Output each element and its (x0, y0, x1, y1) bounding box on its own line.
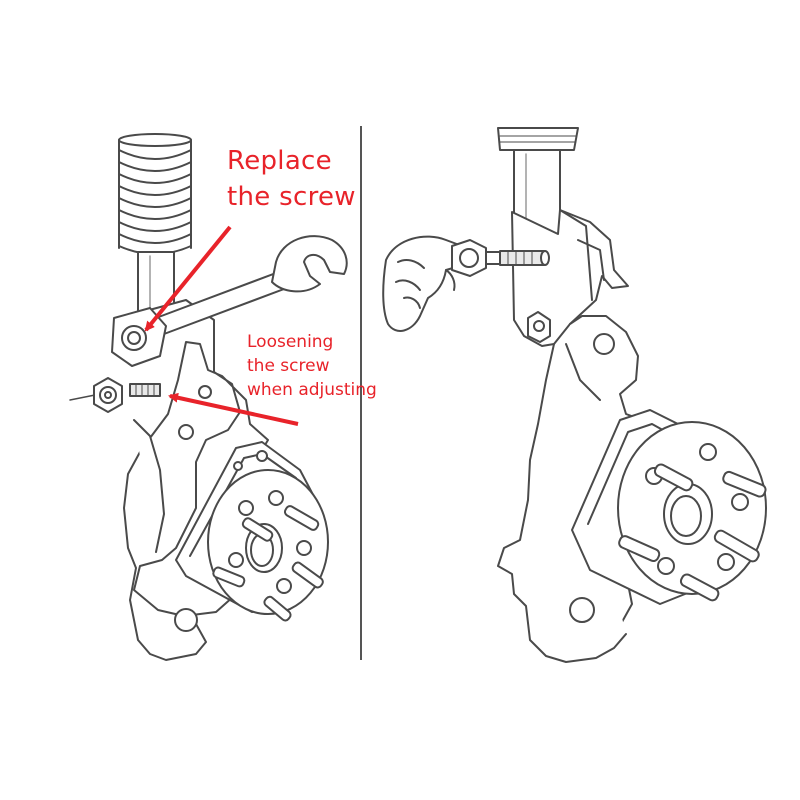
clamp-bolt (111, 307, 167, 367)
annotation-loosen-line1: Loosening (247, 332, 334, 352)
coil-spring (118, 133, 192, 258)
annotation-loosen-line3: when adjusting (247, 380, 377, 400)
wheel-studs-left (212, 505, 324, 622)
arrow-replace-screw (144, 225, 232, 332)
adjust-tool (451, 239, 550, 277)
wheel-studs-right (618, 463, 767, 602)
clevis-bracket (511, 209, 629, 347)
annotation-replace-screw: Replace the screw (227, 143, 356, 215)
annotation-replace-line2: the screw (227, 182, 356, 212)
annotation-replace-line1: Replace (227, 146, 332, 176)
wheel-hub-right (617, 421, 767, 595)
arrow-loosen-screw (168, 392, 299, 426)
annotation-loosen-screw: Loosening the screw when adjusting (247, 330, 377, 402)
annotation-loosen-line2: the screw (247, 356, 330, 376)
right-panel-illustration (382, 127, 767, 663)
adjusting-bolt (69, 377, 161, 413)
hand (382, 235, 468, 332)
wheel-hub-left (207, 469, 329, 615)
left-panel-illustration (69, 133, 348, 661)
